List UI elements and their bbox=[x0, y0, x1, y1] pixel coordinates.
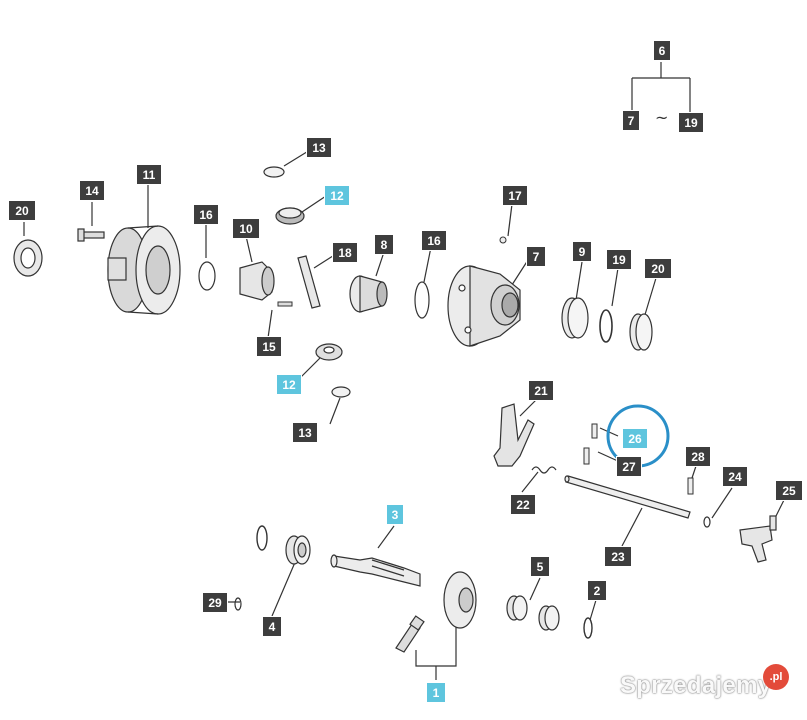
diff-case-7 bbox=[447, 265, 521, 347]
callout-13-top: 13 bbox=[306, 137, 332, 158]
callout-27: 27 bbox=[616, 456, 642, 477]
bearing-4 bbox=[285, 535, 311, 565]
callout-7: 7 bbox=[526, 246, 546, 267]
shift-fork-21 bbox=[493, 403, 535, 467]
bearing-5b bbox=[538, 605, 560, 631]
callout-22: 22 bbox=[510, 494, 536, 515]
callout-9: 9 bbox=[572, 241, 592, 262]
spring-22 bbox=[531, 466, 557, 474]
bearing-20 bbox=[13, 239, 43, 277]
pin-27 bbox=[583, 447, 590, 465]
callout-23: 23 bbox=[604, 546, 632, 567]
bolt-14 bbox=[77, 228, 105, 242]
callout-17: 17 bbox=[502, 185, 528, 206]
shaft-18 bbox=[297, 255, 321, 309]
callout-1: 1 bbox=[426, 682, 446, 703]
callout-10: 10 bbox=[232, 218, 260, 239]
callout-19: 19 bbox=[606, 249, 632, 270]
watermark-badge: .pl bbox=[763, 664, 789, 690]
washer-16 bbox=[198, 261, 216, 291]
bearing-5a bbox=[506, 595, 528, 621]
callout-19-range: 19 bbox=[678, 112, 704, 133]
pin-26 bbox=[591, 423, 598, 439]
callout-7-range: 7 bbox=[622, 110, 640, 131]
ring-29 bbox=[256, 525, 268, 551]
shift-rod-23 bbox=[564, 475, 691, 519]
gear-11 bbox=[107, 225, 181, 315]
callout-8: 8 bbox=[374, 234, 394, 255]
callout-16-left: 16 bbox=[193, 204, 219, 225]
watermark-text: Sprzedajemy bbox=[620, 672, 772, 699]
lever-25 bbox=[739, 515, 777, 563]
callout-12-bottom: 12 bbox=[276, 374, 302, 395]
range-bracket-1 bbox=[415, 626, 457, 680]
callout-14: 14 bbox=[79, 180, 105, 201]
bolt-1 bbox=[395, 615, 425, 653]
callout-11: 11 bbox=[136, 164, 162, 185]
range-tilde: ~ bbox=[655, 108, 669, 127]
washer-16b bbox=[414, 281, 430, 319]
ring-29b bbox=[234, 597, 242, 611]
callout-25: 25 bbox=[775, 480, 803, 501]
callout-28: 28 bbox=[685, 446, 711, 467]
callout-20-left: 20 bbox=[8, 200, 36, 221]
washer-13-bottom bbox=[331, 386, 351, 398]
ring-19 bbox=[599, 309, 613, 343]
callout-5: 5 bbox=[530, 556, 550, 577]
callout-15: 15 bbox=[256, 336, 282, 357]
callout-26: 26 bbox=[622, 428, 648, 449]
callout-18: 18 bbox=[332, 242, 358, 263]
pin-28 bbox=[687, 477, 694, 495]
bearing-20b bbox=[629, 313, 653, 351]
callout-6: 6 bbox=[653, 40, 671, 61]
pinion-12-top bbox=[275, 207, 305, 225]
range-bracket bbox=[631, 62, 691, 112]
callout-29: 29 bbox=[202, 592, 228, 613]
pinion-shaft-3 bbox=[330, 554, 421, 587]
callout-16-right: 16 bbox=[421, 230, 447, 251]
callout-3: 3 bbox=[386, 504, 404, 525]
callout-20-right: 20 bbox=[644, 258, 672, 279]
pinion-12-bottom bbox=[315, 343, 343, 361]
ball-17 bbox=[499, 236, 507, 244]
ring-2 bbox=[583, 617, 593, 639]
bevel-gear-8 bbox=[349, 275, 388, 313]
callout-12-top: 12 bbox=[324, 185, 350, 206]
ring-gear-1 bbox=[443, 571, 477, 629]
callout-2: 2 bbox=[587, 580, 607, 601]
clip-24 bbox=[703, 516, 711, 528]
callout-21: 21 bbox=[528, 380, 554, 401]
pin-15 bbox=[277, 301, 293, 307]
callout-24: 24 bbox=[722, 466, 748, 487]
washer-13-top bbox=[263, 166, 285, 178]
callout-13-bottom: 13 bbox=[292, 422, 318, 443]
bearing-9 bbox=[561, 297, 589, 339]
callout-4: 4 bbox=[262, 616, 282, 637]
bevel-gear-10 bbox=[239, 261, 275, 301]
